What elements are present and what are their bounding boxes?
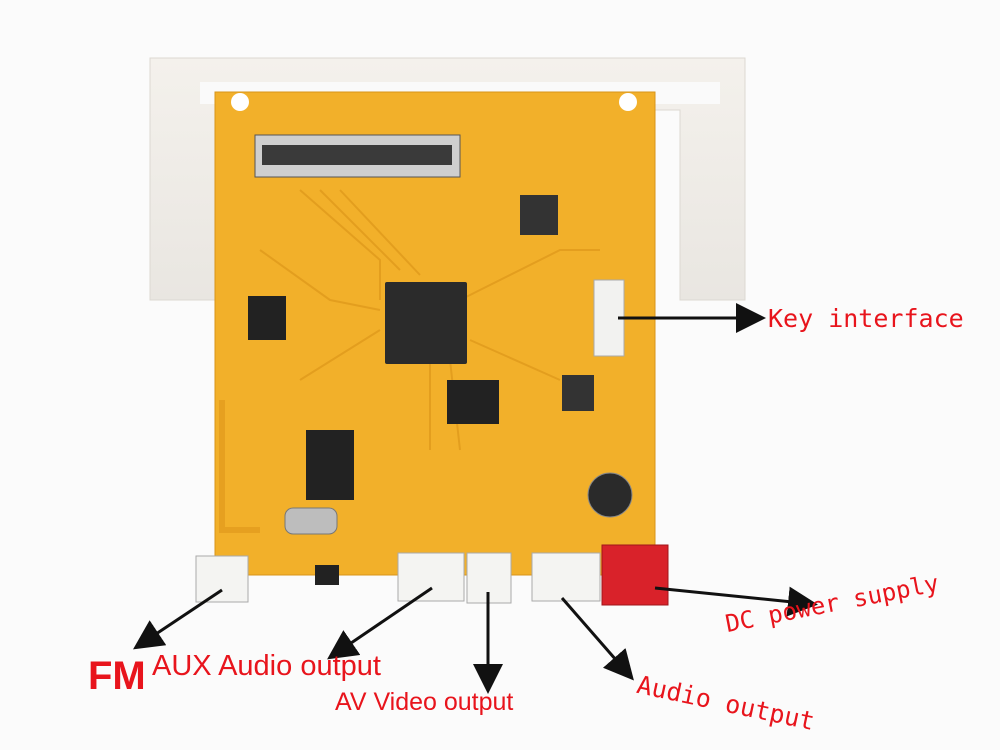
arrow-dc-power	[654, 586, 818, 617]
arrow-fm	[133, 588, 223, 650]
aux-audio-connector	[397, 552, 465, 602]
arrow-aux-audio	[327, 586, 433, 660]
audio-output-connector	[531, 552, 601, 602]
label-fm: FM	[88, 654, 146, 698]
label-av-video-output: AV Video output	[335, 688, 514, 716]
label-aux-audio-output: AUX Audio output	[152, 650, 381, 682]
main-processor-chip	[385, 282, 467, 364]
label-key-interface: Key interface	[768, 304, 964, 333]
arrow-audio-output	[560, 597, 634, 681]
fm-connector	[195, 555, 249, 603]
pcb	[214, 91, 656, 585]
dc-power-connector	[601, 544, 669, 606]
